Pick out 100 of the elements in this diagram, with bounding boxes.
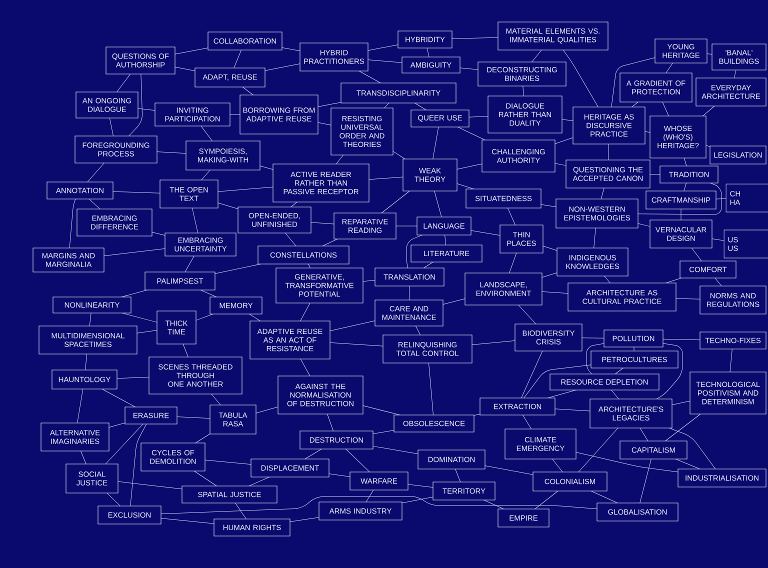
connector-line	[300, 358, 310, 376]
connector-line	[460, 68, 478, 70]
connector-line	[318, 102, 342, 108]
connector-line	[452, 37, 498, 40]
connector-line	[218, 186, 274, 192]
connector-line	[136, 330, 158, 334]
connector-line	[102, 388, 136, 408]
connector-line	[484, 500, 504, 510]
connector-line	[578, 428, 618, 472]
connector-line	[256, 406, 278, 414]
connector-line	[650, 174, 660, 175]
connector-line	[534, 490, 558, 510]
connector-line	[640, 428, 648, 442]
connector-line	[714, 278, 722, 286]
connector-line	[174, 66, 196, 72]
connector-line	[702, 106, 715, 116]
connector-line	[362, 280, 376, 282]
connector-line	[611, 390, 620, 400]
connector-line	[554, 408, 590, 412]
connector-line	[204, 460, 252, 465]
connector-line	[668, 428, 716, 470]
connector-line	[456, 164, 482, 170]
connector-line	[368, 44, 398, 51]
connector-line	[336, 154, 344, 164]
connector-line	[182, 344, 188, 358]
connector-line	[524, 364, 592, 398]
connector-line	[192, 208, 198, 234]
connector-line	[614, 368, 624, 374]
connector-line	[706, 53, 712, 54]
connector-line	[590, 490, 618, 504]
connector-line	[518, 304, 536, 324]
connector-line	[368, 176, 404, 180]
connector-line	[290, 202, 298, 208]
connector-line	[672, 400, 690, 406]
connector-line	[195, 434, 210, 444]
connector-line	[644, 131, 650, 133]
connector-line	[200, 126, 212, 142]
connector-line	[547, 390, 576, 398]
connector-line	[118, 481, 182, 490]
connector-line	[122, 312, 158, 323]
connector-line	[691, 248, 702, 262]
connector-line	[89, 312, 92, 326]
connector-line	[242, 86, 254, 96]
connector-line	[458, 126, 486, 140]
connector-line	[160, 518, 214, 524]
connector-line	[402, 496, 434, 504]
connector-line	[656, 343, 683, 400]
connector-line	[408, 484, 434, 488]
connector-line	[423, 262, 434, 268]
connector-line	[308, 264, 311, 268]
connector-line	[456, 183, 474, 190]
connector-line	[542, 272, 558, 278]
connector-line	[80, 450, 86, 464]
connector-line	[310, 222, 334, 224]
connector-line	[128, 74, 143, 136]
connector-line	[211, 394, 221, 406]
connector-line	[230, 114, 240, 115]
connector-line	[600, 188, 604, 200]
connector-line	[470, 230, 500, 236]
connector-line	[358, 70, 381, 84]
connector-line	[152, 232, 166, 236]
connector-line	[684, 182, 687, 192]
connector-line	[318, 122, 332, 126]
connector-line	[415, 326, 421, 336]
connector-line	[116, 74, 131, 92]
connector-line	[638, 182, 722, 215]
connector-line	[604, 276, 610, 284]
connector-line	[444, 234, 446, 246]
connector-line	[509, 252, 517, 274]
connector-line	[201, 170, 210, 180]
connector-line	[108, 422, 126, 428]
connector-line	[327, 414, 334, 432]
connector-line	[542, 246, 558, 251]
connector-line	[562, 119, 574, 122]
connector-line	[716, 198, 726, 200]
connector-line	[532, 50, 542, 62]
connector-line	[428, 362, 434, 416]
connector-line	[540, 204, 556, 208]
connector-line	[87, 162, 104, 182]
connector-line	[77, 388, 84, 424]
connector-line	[138, 108, 156, 111]
connector-line	[176, 416, 210, 419]
connector-line	[432, 126, 439, 160]
connector-line	[85, 354, 88, 370]
connector-line	[507, 208, 516, 226]
connector-line	[586, 343, 604, 375]
connector-line	[290, 517, 320, 522]
connector-line	[260, 166, 274, 170]
connector-line	[522, 414, 532, 430]
connector-line	[174, 48, 208, 54]
connector-line	[680, 208, 682, 220]
connector-line	[130, 424, 147, 506]
connector-line	[675, 458, 700, 470]
connector-line	[285, 232, 296, 246]
connector-line	[346, 448, 370, 472]
connector-line	[160, 496, 598, 514]
connector-line	[484, 465, 534, 475]
connector-line	[522, 86, 524, 96]
connector-line	[304, 448, 322, 460]
connector-line	[248, 476, 270, 486]
